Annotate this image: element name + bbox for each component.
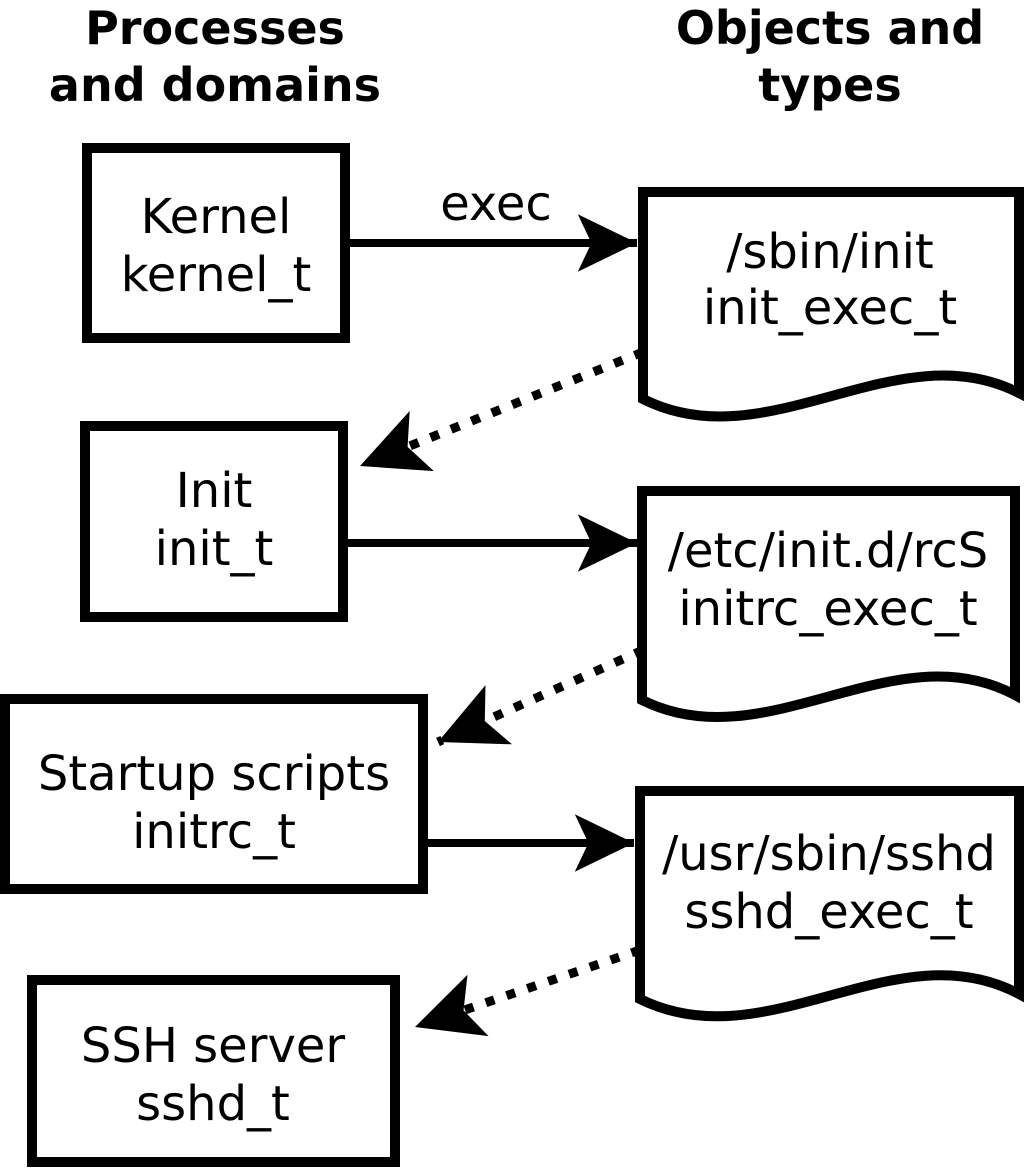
object-etc-initd-rcs-type: initrc_exec_t	[678, 581, 977, 637]
process-startup-scripts-label: Startup scripts	[38, 746, 390, 802]
header-processes-line1: Processes	[85, 1, 345, 55]
process-node-init: Init init_t	[80, 421, 348, 622]
column-header-objects: Objects and types	[676, 1, 984, 112]
object-sbin-init-type: init_exec_t	[703, 280, 957, 336]
edge-sbininit-to-init	[358, 347, 645, 472]
process-startup-scripts-domain: initrc_t	[132, 804, 296, 860]
object-node-sbin-init: /sbin/init init_exec_t	[638, 187, 1024, 422]
process-box-kernel	[82, 143, 350, 343]
edge-sshdexec-to-sshd	[413, 945, 642, 1037]
object-node-etc-initd-rcs: /etc/init.d/rcS initrc_exec_t	[637, 486, 1020, 722]
object-doc-usr-sbin-sshd	[635, 786, 1024, 1022]
object-doc-sbin-init	[638, 187, 1024, 422]
object-usr-sbin-sshd-path: /usr/sbin/sshd	[662, 826, 996, 882]
process-node-ssh-server: SSH server sshd_t	[27, 975, 400, 1167]
header-objects-line1: Objects and	[676, 1, 984, 55]
edge-rcs-to-initrc	[436, 645, 645, 747]
process-box-init	[80, 421, 348, 622]
process-ssh-server-label: SSH server	[81, 1018, 346, 1074]
object-node-usr-sbin-sshd: /usr/sbin/sshd sshd_exec_t	[635, 786, 1024, 1022]
process-kernel-domain: kernel_t	[121, 247, 312, 303]
process-init-domain: init_t	[155, 521, 274, 577]
process-box-startup-scripts	[0, 694, 428, 894]
object-etc-initd-rcs-path: /etc/init.d/rcS	[668, 523, 988, 579]
process-init-label: Init	[176, 463, 253, 519]
header-processes-line2: and domains	[49, 58, 381, 112]
process-kernel-label: Kernel	[141, 189, 292, 245]
process-box-ssh-server	[27, 975, 400, 1167]
header-objects-line2: types	[758, 58, 901, 112]
object-doc-etc-initd-rcs	[637, 486, 1020, 722]
process-node-startup-scripts: Startup scripts initrc_t	[0, 694, 428, 894]
process-ssh-server-domain: sshd_t	[136, 1076, 290, 1132]
edge-label-exec: exec	[440, 176, 552, 232]
object-usr-sbin-sshd-type: sshd_exec_t	[684, 884, 973, 940]
process-node-kernel: Kernel kernel_t	[82, 143, 350, 343]
column-header-processes: Processes and domains	[49, 1, 381, 112]
object-sbin-init-path: /sbin/init	[726, 224, 934, 280]
